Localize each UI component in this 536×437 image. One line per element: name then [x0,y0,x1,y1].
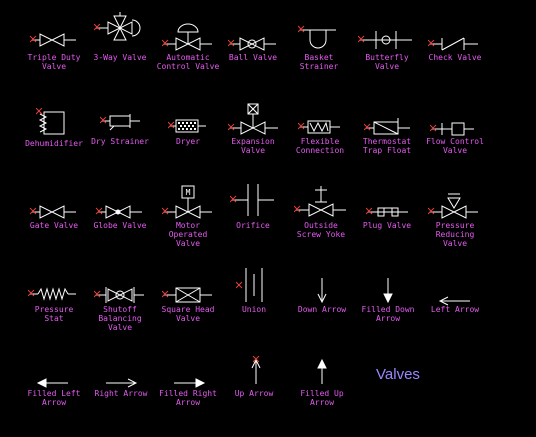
down-arrow-label: Down Arrow [297,305,347,314]
filled-down-arrow-icon [378,276,398,308]
filled-up-arrow-label: Filled Up Arrow [300,389,344,407]
plug-valve-label: Plug Valve [362,221,412,230]
gate-valve-icon [28,202,78,226]
pressure-reducing-valve-label: Pressure Reducing Valve [435,221,475,248]
three-way-valve-label: 3-Way Valve [93,53,147,62]
motor-operated-valve-label: Motor Operated Valve [168,221,208,248]
globe-valve-icon [94,202,144,226]
square-head-valve-icon [161,284,214,310]
butterfly-valve-label: Butterfly Valve [365,53,409,71]
square-head-valve-label: Square Head Valve [161,305,215,323]
automatic-control-valve-label: Automatic Control Valve [156,53,220,71]
filled-down-arrow-label: Filled Down Arrow [361,305,415,323]
butterfly-valve-icon [357,28,414,56]
outside-screw-yoke-icon [293,186,348,226]
right-arrow-label: Right Arrow [94,389,148,398]
dryer-icon [167,118,208,138]
expansion-valve-label: Expansion Valve [231,137,275,155]
check-valve-icon [427,34,480,58]
thermostat-trap-float-icon [363,114,412,140]
dryer-label: Dryer [175,137,201,146]
shutoff-balancing-valve-icon [93,284,146,310]
flow-control-valve-icon [429,118,476,140]
automatic-control-valve-icon [161,22,214,58]
globe-valve-label: Globe Valve [93,221,147,230]
motor-letter: M [186,188,191,197]
triple-duty-valve-icon [28,28,78,56]
shutoff-balancing-valve-label: Shutoff Balancing Valve [98,305,142,332]
pressure-reducing-valve-icon [427,192,480,226]
filled-right-arrow-icon [172,374,206,393]
basket-strainer-icon [297,24,340,56]
plug-valve-icon [365,204,410,224]
union-label: Union [241,305,267,314]
motor-operated-valve-icon: M [161,184,214,226]
filled-left-arrow-label: Filled Left Arrow [27,389,81,407]
up-arrow-icon [246,355,266,390]
up-arrow-label: Up Arrow [234,389,274,398]
left-arrow-icon [438,292,472,311]
left-arrow-label: Left Arrow [430,305,480,314]
orifice-label: Orifice [236,221,270,230]
sheet-title: Valves [376,366,420,383]
flexible-connection-icon [297,118,342,140]
filled-left-arrow-icon [36,374,70,393]
pressure-stat-icon [27,286,78,306]
union-icon [235,266,272,308]
ball-valve-icon [227,34,278,58]
dry-strainer-icon [99,110,142,136]
basket-strainer-label: Basket Strainer [299,53,339,71]
dehumidifier-label: Dehumidifier [25,139,83,148]
filled-right-arrow-label: Filled Right Arrow [159,389,217,407]
expansion-valve-icon [227,102,280,142]
filled-up-arrow-icon [312,358,332,390]
triple-duty-valve-label: Triple Duty Valve [27,53,81,71]
down-arrow-icon [312,276,332,308]
flow-control-valve-label: Flow Control Valve [426,137,484,155]
ball-valve-label: Ball Valve [228,53,278,62]
dry-strainer-label: Dry Strainer [91,137,149,146]
right-arrow-icon [104,374,138,393]
three-way-valve-icon [93,10,146,54]
flexible-connection-label: Flexible Connection [295,137,345,155]
outside-screw-yoke-label: Outside Screw Yoke [296,221,346,239]
pressure-stat-label: Pressure Stat [34,305,74,323]
check-valve-label: Check Valve [428,53,482,62]
dehumidifier-icon [35,107,70,142]
orifice-icon [229,182,276,222]
gate-valve-label: Gate Valve [29,221,79,230]
thermostat-trap-float-label: Thermostat Trap Float [362,137,412,155]
